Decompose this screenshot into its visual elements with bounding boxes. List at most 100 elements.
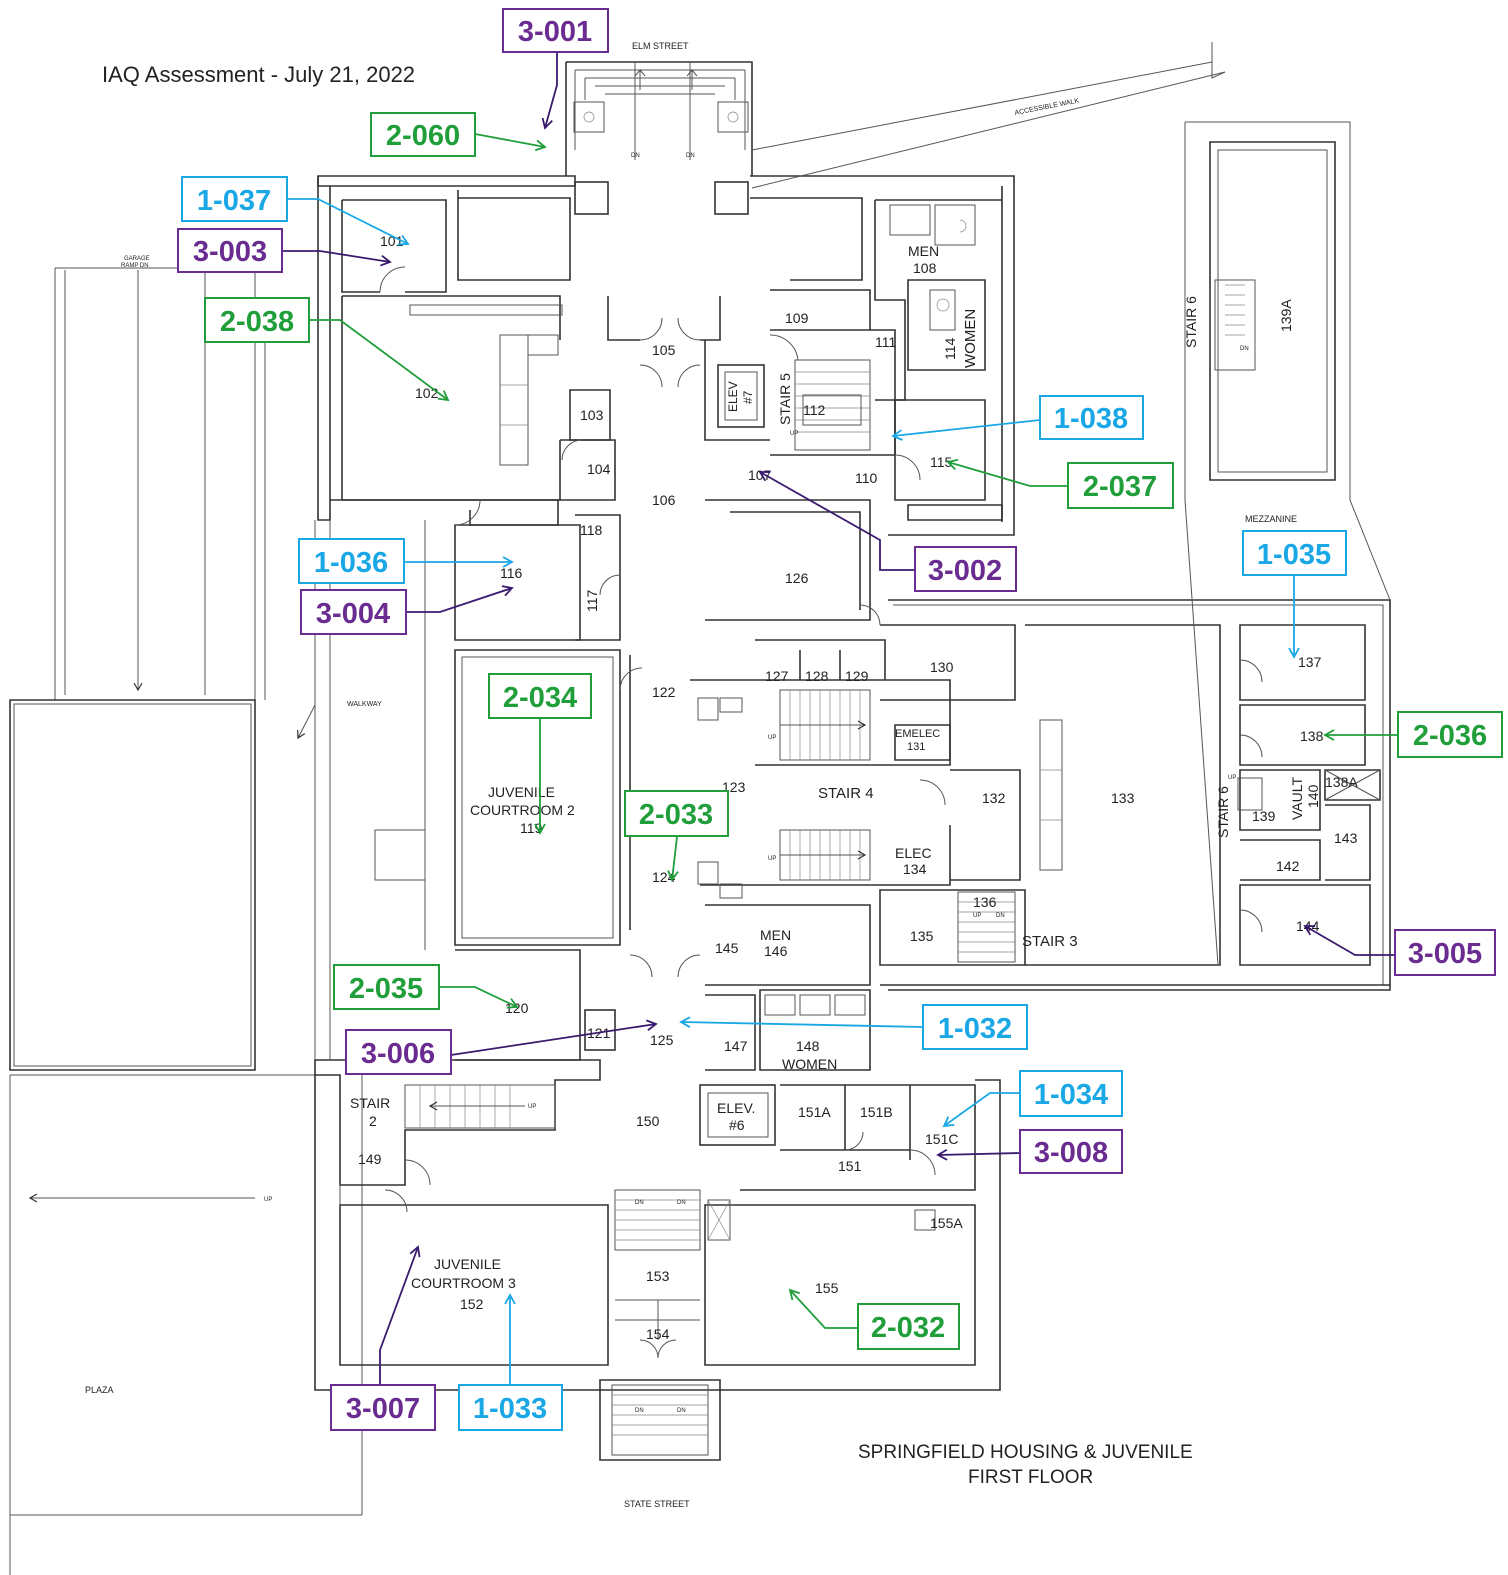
room-label: 105 [652, 342, 676, 358]
svg-text:3-006: 3-006 [361, 1038, 435, 1070]
room-label: 145 [715, 940, 739, 956]
tag-3-004: 3-004 [300, 589, 407, 635]
arrow-1-038 [891, 419, 1041, 441]
room-label: 140 [1305, 784, 1321, 808]
arrow-2-038 [309, 319, 450, 402]
room-label: EMELEC [895, 728, 940, 740]
room-label: STAIR 6 [1215, 786, 1231, 838]
room-label: 127 [765, 668, 789, 684]
dn-label: DN [686, 153, 695, 159]
room-label: STAIR 6 [1183, 296, 1199, 348]
room-label: 131 [907, 741, 925, 753]
svg-text:1-034: 1-034 [1034, 1079, 1108, 1111]
up-label: UP [790, 431, 798, 437]
tag-2-060: 2-060 [370, 112, 476, 157]
tag-3-001: 3-001 [502, 8, 609, 53]
plaza-label: PLAZA [85, 1385, 114, 1395]
tag-1-036: 1-036 [298, 538, 405, 584]
room-label: MEN [908, 243, 939, 259]
room-label: 128 [805, 668, 829, 684]
arrow-1-032 [679, 1016, 924, 1028]
room-label: 122 [652, 684, 676, 700]
svg-text:2-036: 2-036 [1413, 720, 1487, 752]
tag-2-035: 2-035 [333, 964, 440, 1010]
svg-text:1-037: 1-037 [197, 185, 271, 217]
arrow-2-033 [667, 836, 679, 882]
arrow-3-006 [450, 1019, 658, 1056]
arrow-3-008 [936, 1149, 1021, 1161]
tag-1-033: 1-033 [458, 1384, 563, 1431]
room-label: 155A [930, 1215, 963, 1231]
svg-text:2-038: 2-038 [220, 306, 294, 338]
svg-text:2-032: 2-032 [871, 1312, 945, 1344]
room-label: 151A [798, 1104, 831, 1120]
room-label: 109 [785, 310, 809, 326]
arrow-3-002 [758, 471, 915, 571]
svg-text:3-007: 3-007 [346, 1393, 420, 1425]
tag-2-036: 2-036 [1397, 711, 1503, 758]
room-label: 116 [500, 565, 523, 581]
room-label: WOMEN [962, 309, 979, 368]
room-label: 148 [796, 1038, 820, 1054]
room-label: 154 [646, 1326, 670, 1342]
arrow-3-005 [1303, 925, 1395, 956]
room-label: COURTROOM 2 [470, 802, 575, 818]
up-label: UP [264, 1197, 272, 1203]
arrow-3-007 [379, 1245, 421, 1385]
accessible-walk-label: ACCESSIBLE WALK [1014, 98, 1080, 117]
assessment-title: IAQ Assessment - July 21, 2022 [102, 62, 415, 87]
room-label: 147 [724, 1038, 748, 1054]
up-label: UP [528, 1104, 536, 1110]
room-label: 133 [1111, 790, 1135, 806]
room-label: #6 [729, 1117, 745, 1133]
room-label: STAIR 3 [1022, 933, 1078, 950]
up-label: UP [768, 735, 776, 741]
room-label: 149 [358, 1151, 382, 1167]
tag-1-034: 1-034 [1019, 1070, 1123, 1117]
room-label: 104 [587, 461, 611, 477]
room-label: 108 [913, 260, 937, 276]
room-label: 132 [982, 790, 1006, 806]
room-label: STAIR 4 [818, 785, 874, 802]
room-label: 138 [1300, 728, 1324, 744]
room-label: 129 [845, 668, 869, 684]
svg-text:2-034: 2-034 [503, 682, 577, 714]
svg-text:3-003: 3-003 [193, 236, 267, 268]
elm-street-label: ELM STREET [632, 41, 689, 51]
room-label: 152 [460, 1296, 484, 1312]
room-label: COURTROOM 3 [411, 1275, 516, 1291]
room-label: 142 [1276, 858, 1300, 874]
tag-3-006: 3-006 [345, 1029, 452, 1075]
tag-2-038: 2-038 [204, 297, 310, 343]
svg-text:1-033: 1-033 [473, 1393, 547, 1425]
room-label: 107 [748, 467, 772, 483]
svg-text:3-008: 3-008 [1034, 1137, 1108, 1169]
room-label: 139 [1252, 808, 1276, 824]
svg-text:1-032: 1-032 [938, 1013, 1012, 1045]
room-label: ELEV [726, 381, 740, 412]
leader-arrows [282, 52, 1398, 1385]
dn-label: DN [677, 1408, 686, 1414]
dn-label: DN [1240, 346, 1249, 352]
room-label: 117 [584, 589, 600, 612]
tag-3-005: 3-005 [1394, 929, 1496, 976]
room-label: 135 [910, 928, 934, 944]
room-label: 110 [855, 470, 878, 486]
garage-ramp-label: RAMP DN [121, 263, 149, 269]
room-label: 138A [1325, 774, 1358, 790]
sample-tags: 3-001 2-060 1-037 3-003 2-038 1-038 2-03… [177, 8, 1503, 1431]
svg-text:1-036: 1-036 [314, 547, 388, 579]
room-label: 111 [875, 334, 896, 350]
arrow-3-001 [541, 52, 558, 130]
svg-text:1-035: 1-035 [1257, 539, 1331, 571]
room-label: MEN [760, 927, 791, 943]
room-label: 103 [580, 407, 604, 423]
arrow-1-037 [287, 198, 410, 246]
dn-label: DN [635, 1408, 644, 1414]
room-label: 146 [764, 943, 788, 959]
room-label: 139A [1278, 299, 1294, 332]
room-label: 106 [652, 492, 676, 508]
room-label: 155 [815, 1280, 839, 1296]
svg-text:2-060: 2-060 [386, 120, 460, 152]
room-label: 151B [860, 1104, 893, 1120]
